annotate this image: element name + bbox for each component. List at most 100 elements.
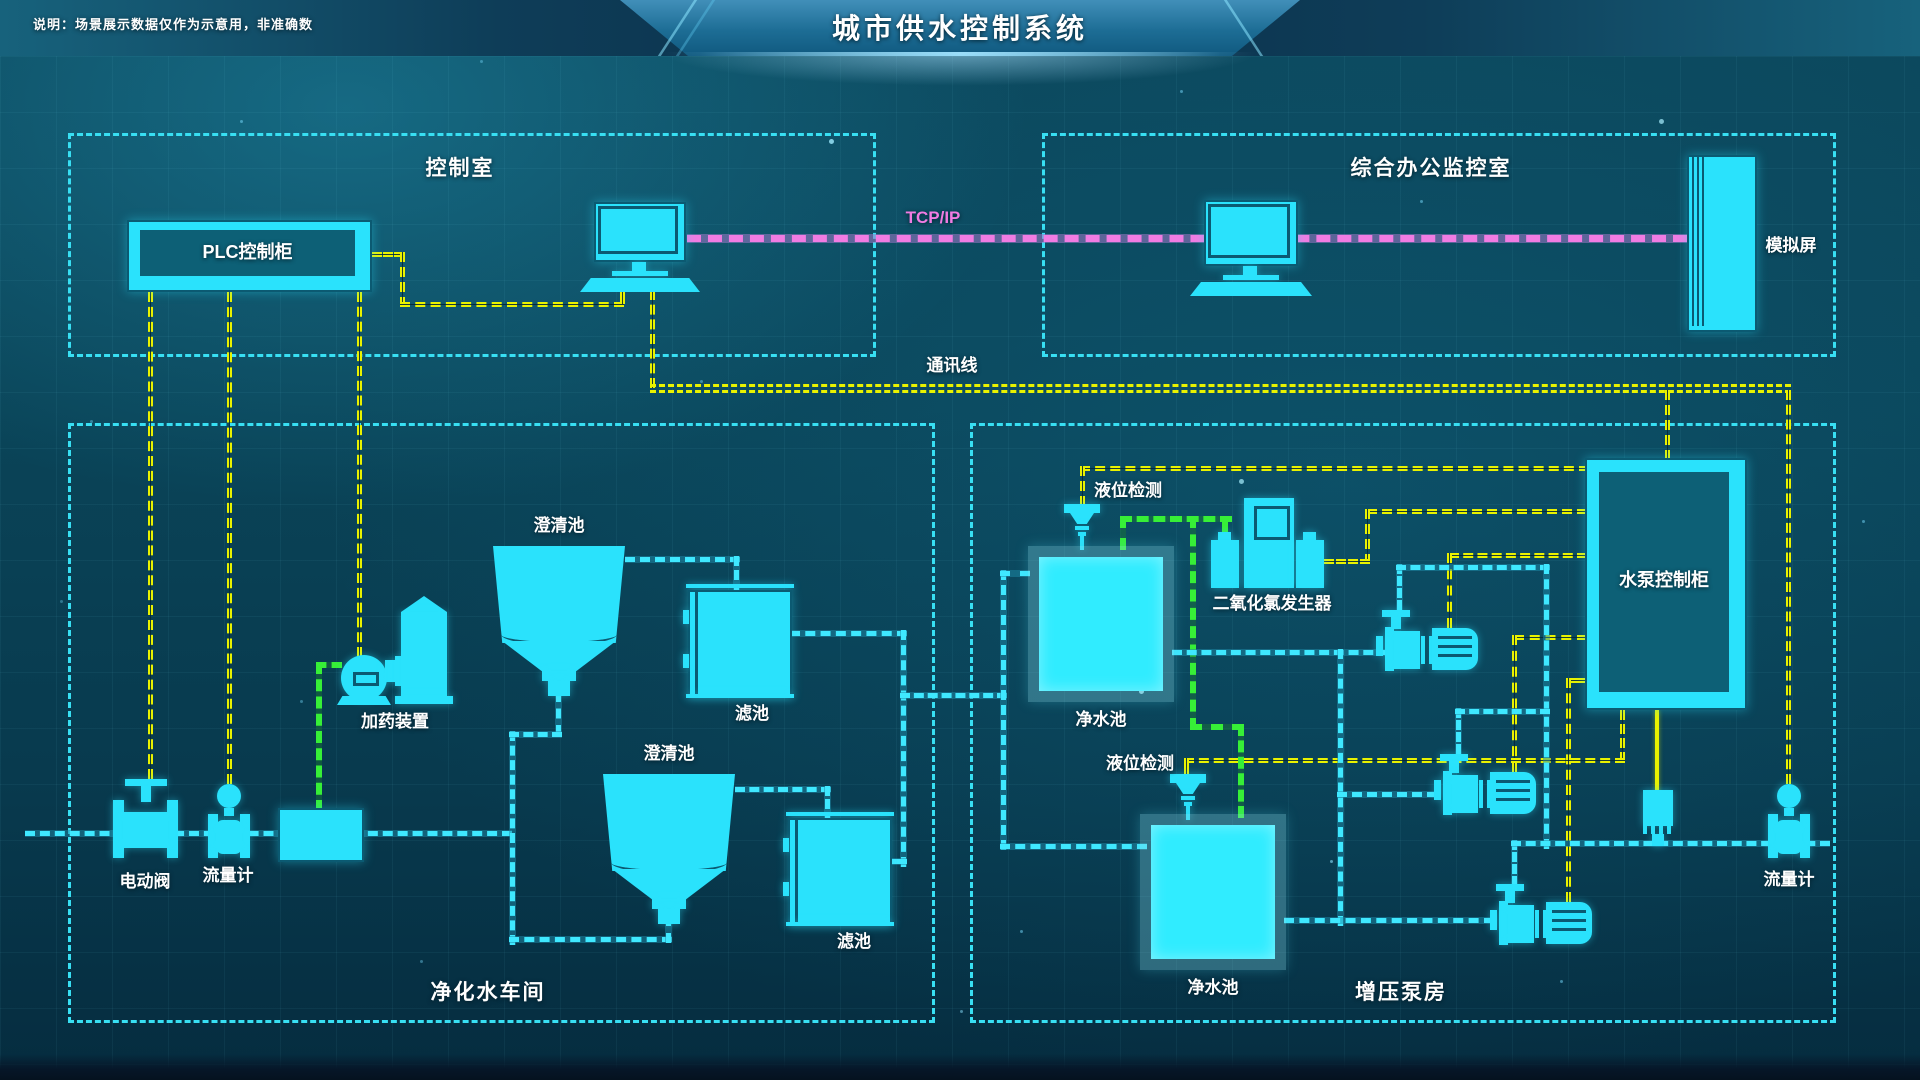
signal-wire [1512,635,1517,772]
water-pipe [1000,570,1030,577]
water-pipe [1543,564,1550,849]
water-pipe [1511,840,1518,886]
water-pipe [1000,570,1007,850]
booster-pump-1-icon[interactable] [1376,610,1478,672]
flow-meter-left-label: 流量计 [202,866,254,885]
purification-workshop-box [68,423,935,1023]
pipe-sensor-icon[interactable] [1643,790,1673,846]
water-pipe [1337,649,1344,926]
signal-wire [1080,466,1085,506]
water-pipe [555,692,562,735]
water-pipe [733,556,740,594]
solid-signal-wire [1655,710,1659,794]
water-pipe [625,556,740,563]
water-pipe [1511,840,1830,847]
electric-valve-icon[interactable] [113,779,178,859]
clarifier-b-label: 澄清池 [643,744,695,763]
office-room-box [1042,133,1836,357]
dosing-line [1190,516,1196,730]
pump-control-cabinet[interactable]: 水泵控制柜 [1585,458,1747,710]
water-pipe [1000,843,1147,850]
level-sensor-a-icon[interactable] [1064,504,1100,550]
dosing-line [316,662,342,668]
water-pipe [900,630,907,867]
dosing-line [1190,724,1244,730]
flow-meter-left-icon[interactable] [208,784,250,858]
flow-meter-right-label: 流量计 [1763,870,1815,889]
banner-under-glow [660,52,1260,86]
level-sensor-a-label: 液位检测 [1094,481,1162,500]
water-pipe [824,786,831,822]
office-computer-icon[interactable] [1190,200,1312,298]
clean-water-tank-a[interactable] [1028,546,1174,702]
control-room-box [68,133,876,357]
purification-workshop-label: 净化水车间 [430,981,546,1004]
water-pipe [665,916,672,943]
office-room-label: 综合办公监控室 [1350,157,1512,180]
clarifier-b-icon[interactable] [603,774,735,924]
dosing-line [1238,724,1244,818]
signal-wire [650,290,655,388]
level-sensor-b-label: 液位检测 [1106,754,1174,773]
water-pipe [1396,564,1550,571]
water-pipe [509,731,562,738]
signal-wire [227,292,232,784]
water-pipe [1337,791,1437,798]
tcp-ip-line [687,234,1687,243]
filter-b-label: 滤池 [837,932,871,951]
clean-water-tank-b-label: 净水池 [1187,978,1239,997]
water-pipe [1172,649,1388,656]
mixer-box[interactable] [278,808,364,862]
signal-wire [357,292,362,657]
signal-wire [1566,678,1571,902]
simulation-screen-label: 模拟屏 [1765,236,1817,255]
clean-water-tank-b[interactable] [1140,814,1286,970]
signal-wire [1367,509,1587,514]
signal-wire [1184,758,1625,763]
pump-house-box [970,423,1836,1023]
signal-wire [1449,553,1587,558]
filter-a-label: 滤池 [735,704,769,723]
water-pipe [509,731,516,945]
dosing-line [1120,516,1126,550]
chlorine-generator-icon[interactable] [1211,498,1324,588]
signal-wire [372,252,404,257]
signal-wire [1447,553,1452,628]
filter-b-icon[interactable] [783,812,896,928]
plc-cabinet[interactable]: PLC控制柜 [127,220,372,292]
clarifier-a-label: 澄清池 [533,516,585,535]
water-pipe [790,630,907,637]
plc-cabinet-label: PLC控制柜 [202,242,293,262]
signal-wire [620,290,625,304]
level-sensor-b-icon[interactable] [1170,774,1206,820]
flow-meter-right-icon[interactable] [1768,784,1810,858]
signal-wire [1786,390,1791,784]
chlorine-generator-label: 二氧化氯发生器 [1212,594,1332,613]
signal-wire [400,302,624,307]
pump-house-label: 增压泵房 [1355,981,1447,1004]
header-banner-trapezoid [620,0,1300,56]
comm-line-label: 通讯线 [926,356,978,375]
signal-wire [1080,466,1589,471]
water-pipe [735,786,831,793]
operator-computer-icon[interactable] [580,202,700,294]
dosing-device-label: 加药装置 [361,712,429,731]
simulation-screen[interactable] [1687,155,1757,332]
signal-wire [1665,390,1670,460]
signal-wire [1365,509,1370,564]
booster-pump-3-icon[interactable] [1490,884,1592,946]
disclaimer-note: 说明：场景展示数据仅作为示意用，非准确数 [33,17,314,32]
water-pipe [890,858,907,865]
clarifier-a-icon[interactable] [493,546,625,696]
pump-control-cabinet-label: 水泵控制柜 [1619,570,1709,590]
dosing-line [316,662,322,812]
dosing-device-icon[interactable] [330,590,460,712]
water-pipe [1284,917,1494,924]
booster-pump-2-icon[interactable] [1434,754,1536,816]
water-pipe [1455,708,1550,715]
water-pipe [25,830,512,837]
filter-a-icon[interactable] [683,584,796,700]
bottom-band [0,1054,1920,1080]
clean-water-tank-a-label: 净水池 [1075,710,1127,729]
